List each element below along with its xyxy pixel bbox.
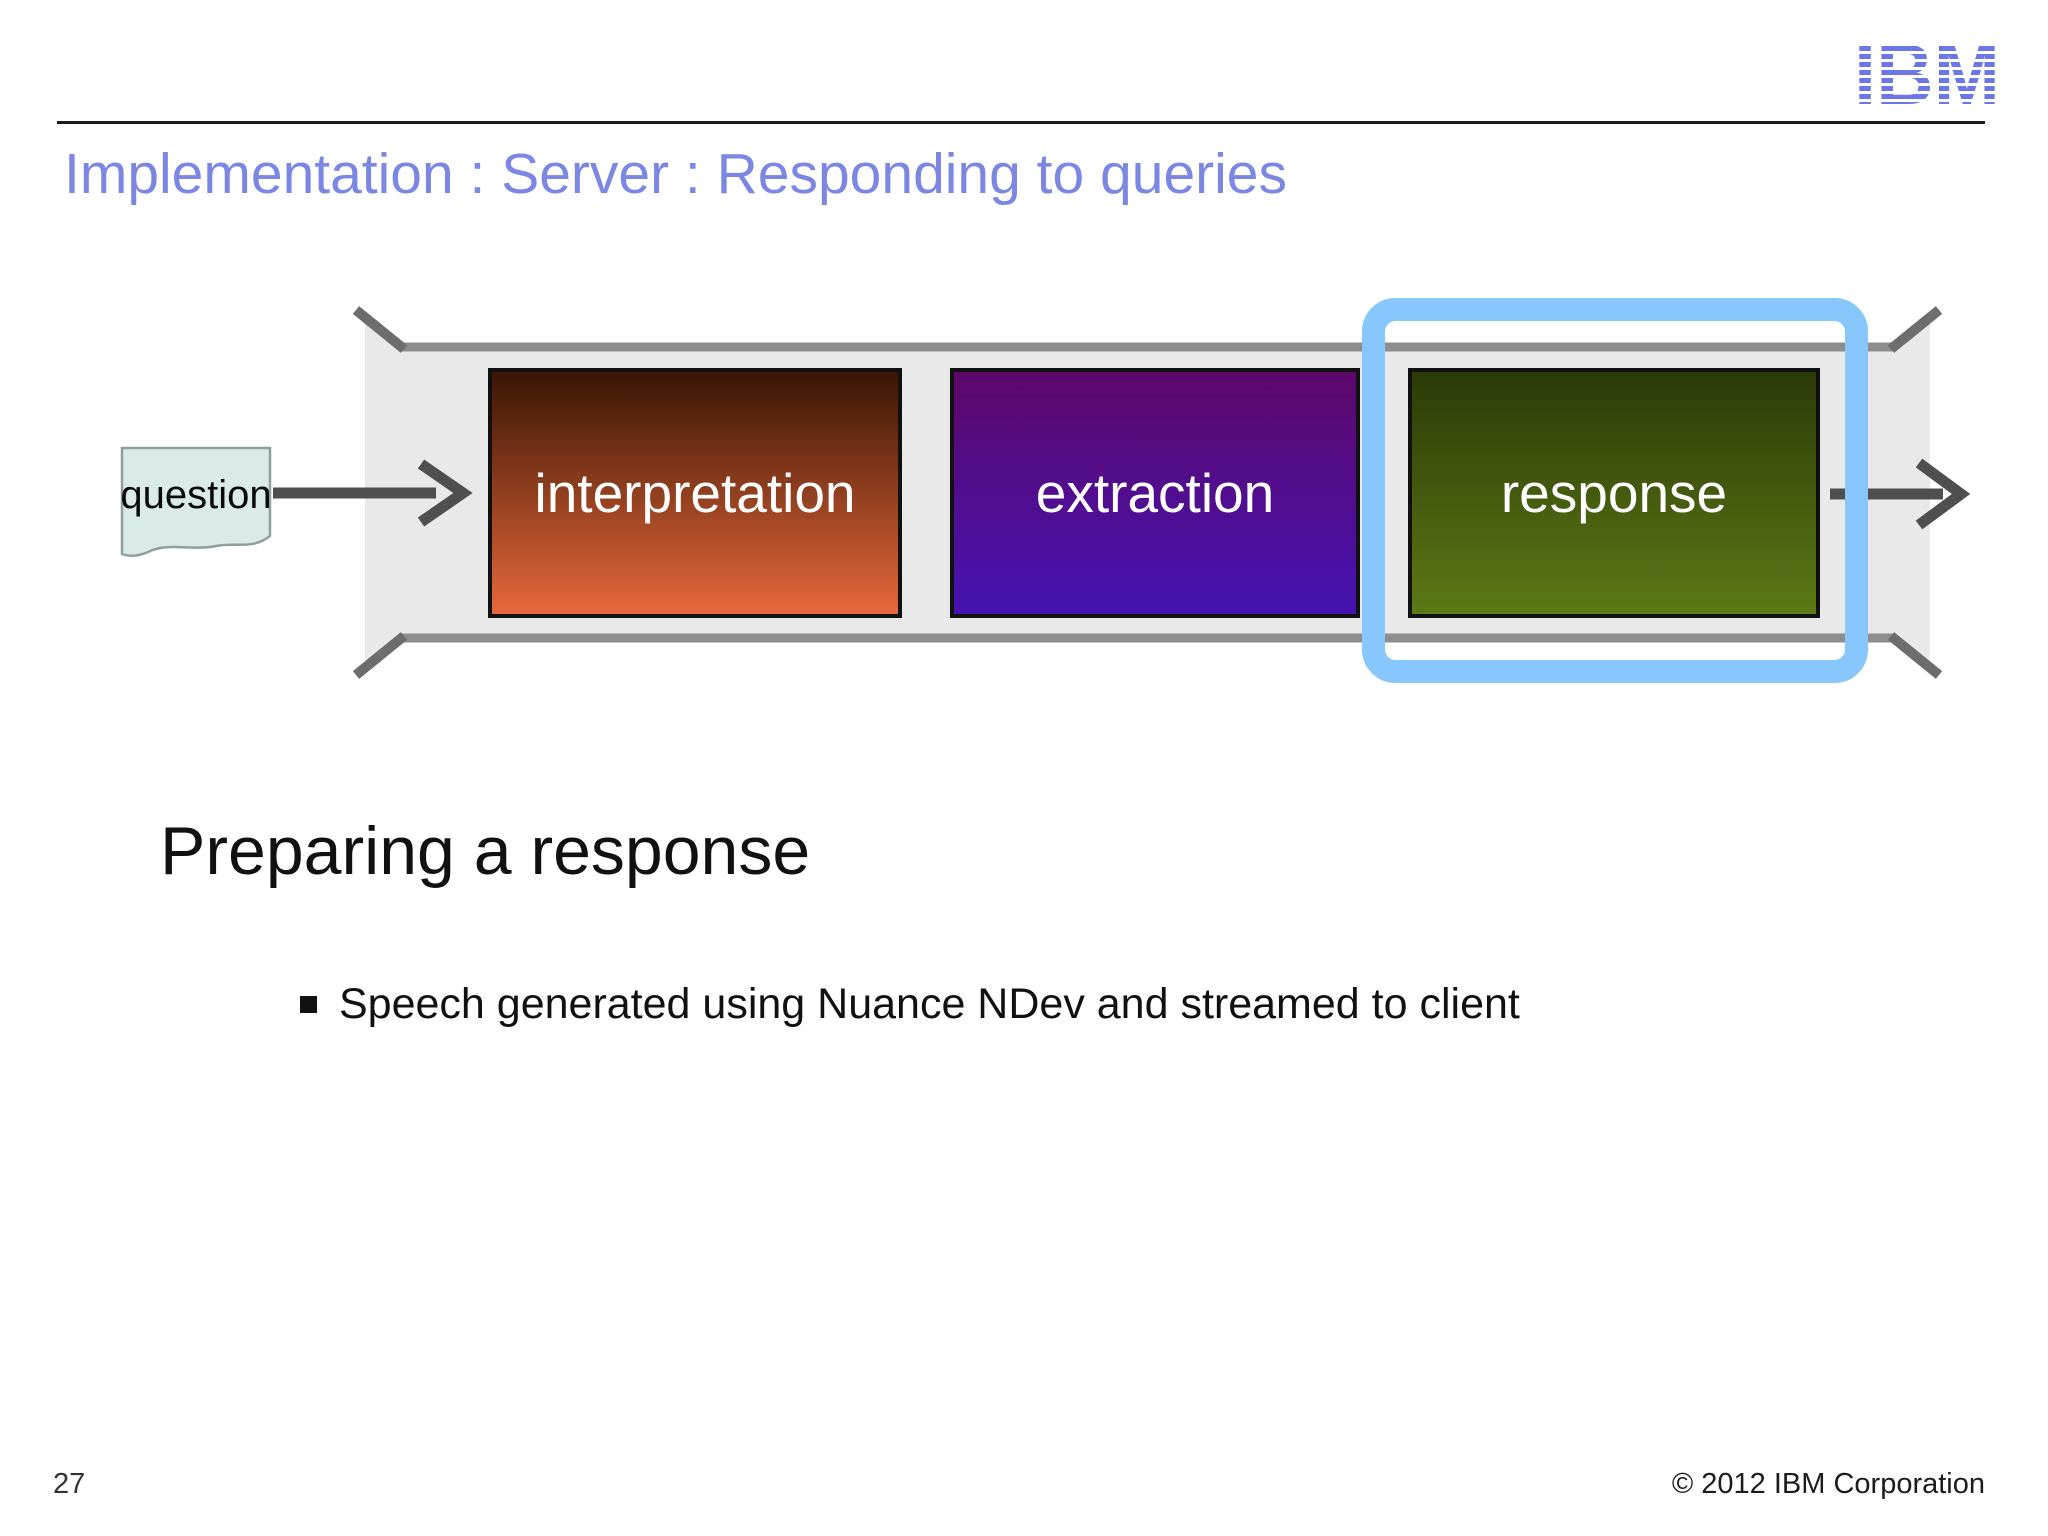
stage-box-response [1408, 368, 1820, 618]
stage-box-interpretation [488, 368, 902, 618]
page-number: 27 [53, 1468, 86, 1500]
stage-label-interpretation: interpretation [534, 462, 855, 524]
response-highlight-frame [1362, 298, 1868, 683]
ibm-logo: IBM [1852, 27, 2002, 123]
question-label: question [120, 473, 271, 517]
question-document-shape [120, 446, 272, 557]
copyright: © 2012 IBM Corporation [1671, 1468, 1985, 1500]
band-corner-bottom-right [1887, 632, 1943, 679]
band-corner-bottom-left [352, 632, 408, 679]
pipeline-svg: interpretation extraction response quest… [120, 298, 1971, 683]
bullet-item: Speech generated using Nuance NDev and s… [300, 980, 1520, 1029]
stage-label-extraction: extraction [1036, 462, 1274, 524]
ibm-logo-text: IBM [1854, 38, 2000, 112]
ibm-logo-icon: IBM [1854, 27, 2000, 123]
stage-label-response: response [1501, 462, 1727, 524]
content-heading: Preparing a response [160, 813, 811, 889]
band-corner-top-right [1887, 306, 1943, 353]
page-title: Implementation : Server : Responding to … [64, 142, 1287, 206]
pipeline-diagram: interpretation extraction response quest… [0, 280, 2048, 750]
entry-arrow [273, 459, 473, 527]
bullet-marker-icon [300, 996, 317, 1013]
header-rule [57, 121, 1985, 124]
bullet-text: Speech generated using Nuance NDev and s… [339, 980, 1520, 1028]
stage-box-extraction [950, 368, 1360, 618]
band-corner-top-left [352, 306, 408, 353]
